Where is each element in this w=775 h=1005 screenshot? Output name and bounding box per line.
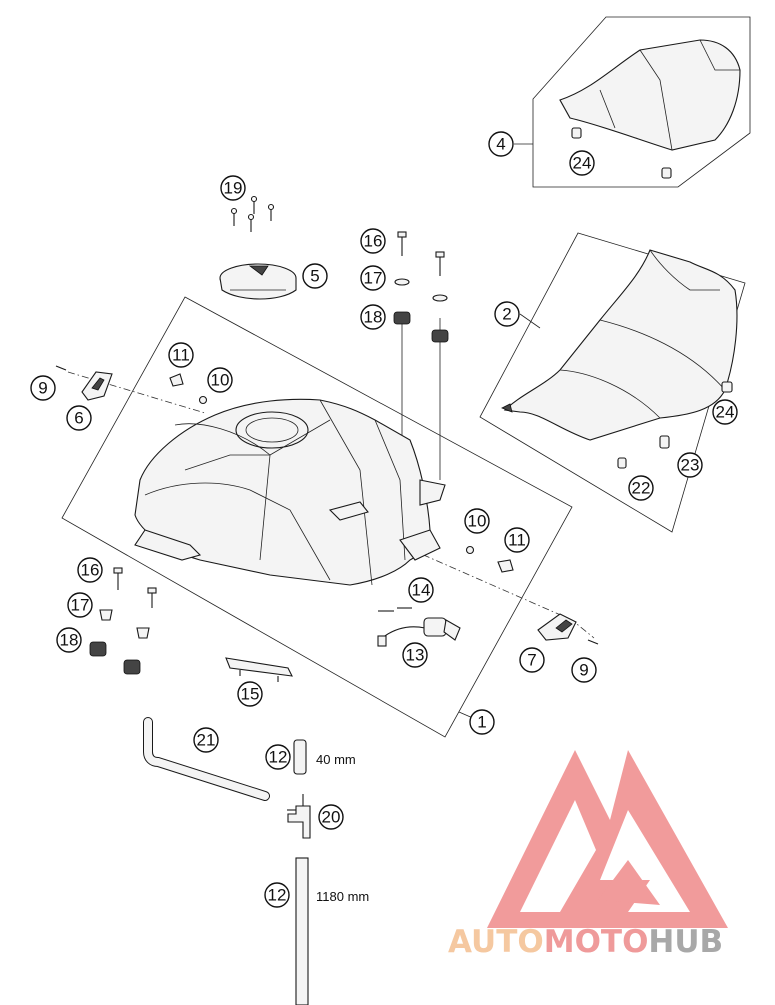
hose-21 bbox=[143, 717, 270, 801]
watermark-text: AUTOMOTOHUB bbox=[448, 924, 723, 960]
svg-text:12: 12 bbox=[268, 886, 287, 905]
callout-20: 20 bbox=[318, 804, 344, 830]
callout-24-cover: 24 bbox=[569, 150, 595, 176]
svg-text:12: 12 bbox=[269, 748, 288, 767]
svg-text:10: 10 bbox=[211, 371, 230, 390]
hose-12-long bbox=[295, 857, 309, 1005]
measurement-40mm: 40 mm bbox=[316, 752, 356, 767]
t-connector-20 bbox=[287, 794, 311, 839]
hose-12-short bbox=[293, 739, 307, 775]
watermark-auto: AUTO bbox=[448, 924, 544, 960]
svg-text:17: 17 bbox=[364, 269, 383, 288]
callout-23: 23 bbox=[677, 452, 703, 478]
svg-text:6: 6 bbox=[74, 409, 83, 428]
side-bracket-left bbox=[55, 365, 113, 401]
svg-text:14: 14 bbox=[412, 581, 431, 600]
watermark-moto: MOTO bbox=[544, 924, 649, 960]
pillion-cover-frame bbox=[532, 16, 751, 188]
svg-text:24: 24 bbox=[716, 403, 735, 422]
callout-6: 6 bbox=[66, 405, 92, 431]
svg-text:19: 19 bbox=[224, 179, 243, 198]
callout-13: 13 bbox=[402, 642, 428, 668]
callout-18-lower: 18 bbox=[56, 627, 82, 653]
callout-11-lower: 11 bbox=[504, 527, 530, 553]
callout-2: 2 bbox=[494, 301, 520, 327]
pillion-seat-cover bbox=[559, 39, 741, 179]
svg-text:18: 18 bbox=[364, 308, 383, 327]
callout-22: 22 bbox=[628, 475, 654, 501]
fuel-sensor bbox=[377, 607, 461, 647]
svg-text:1: 1 bbox=[477, 713, 486, 732]
svg-text:10: 10 bbox=[468, 512, 487, 531]
svg-text:18: 18 bbox=[60, 631, 79, 650]
callout-18-upper: 18 bbox=[360, 304, 386, 330]
svg-text:15: 15 bbox=[241, 685, 260, 704]
callout-9-right: 9 bbox=[571, 657, 597, 683]
measurement-1180mm: 1180 mm bbox=[316, 889, 369, 904]
svg-text:22: 22 bbox=[632, 479, 651, 498]
svg-text:21: 21 bbox=[197, 731, 216, 750]
callout-4: 4 bbox=[488, 131, 514, 157]
rider-seat bbox=[501, 249, 738, 469]
callout-10-upper: 10 bbox=[207, 367, 233, 393]
callout-15: 15 bbox=[237, 681, 263, 707]
leader-lines bbox=[401, 143, 541, 723]
callout-7: 7 bbox=[519, 647, 545, 673]
callout-9-left: 9 bbox=[30, 375, 56, 401]
svg-text:16: 16 bbox=[364, 232, 383, 251]
svg-text:2: 2 bbox=[502, 305, 511, 324]
callout-12-short: 12 bbox=[265, 744, 291, 770]
side-bracket-right bbox=[537, 613, 599, 645]
fittings-right bbox=[465, 545, 514, 573]
svg-text:17: 17 bbox=[71, 596, 90, 615]
svg-text:7: 7 bbox=[527, 651, 536, 670]
callout-5: 5 bbox=[302, 263, 328, 289]
callout-1: 1 bbox=[469, 709, 495, 735]
callout-16-upper: 16 bbox=[360, 228, 386, 254]
svg-text:24: 24 bbox=[573, 154, 592, 173]
watermark-logo bbox=[487, 750, 728, 928]
callout-17-lower: 17 bbox=[67, 592, 93, 618]
fittings-left bbox=[169, 373, 208, 405]
callout-21: 21 bbox=[193, 727, 219, 753]
callout-11-upper: 11 bbox=[168, 342, 194, 368]
tank-mount-hardware-lower bbox=[89, 567, 157, 675]
callout-16-lower: 16 bbox=[77, 557, 103, 583]
svg-text:13: 13 bbox=[406, 646, 425, 665]
filler-cap bbox=[219, 263, 297, 300]
callout-19: 19 bbox=[220, 175, 246, 201]
screws-19 bbox=[230, 195, 275, 232]
watermark-hub: HUB bbox=[648, 924, 723, 960]
svg-text:4: 4 bbox=[496, 135, 505, 154]
svg-text:9: 9 bbox=[38, 379, 47, 398]
svg-text:16: 16 bbox=[81, 561, 100, 580]
svg-text:20: 20 bbox=[322, 808, 341, 827]
svg-text:11: 11 bbox=[172, 346, 190, 365]
svg-text:11: 11 bbox=[508, 531, 526, 550]
svg-text:23: 23 bbox=[681, 456, 700, 475]
fuel-tank bbox=[134, 398, 446, 586]
tank-frame bbox=[61, 296, 573, 738]
trim-strip bbox=[225, 657, 293, 682]
callout-12-long: 12 bbox=[264, 882, 290, 908]
tank-mount-hardware-upper bbox=[393, 231, 449, 343]
callout-14: 14 bbox=[408, 577, 434, 603]
callout-17-upper: 17 bbox=[360, 265, 386, 291]
svg-text:5: 5 bbox=[310, 267, 319, 286]
callout-10-lower: 10 bbox=[464, 508, 490, 534]
callout-24-seat: 24 bbox=[712, 399, 738, 425]
svg-text:9: 9 bbox=[579, 661, 588, 680]
